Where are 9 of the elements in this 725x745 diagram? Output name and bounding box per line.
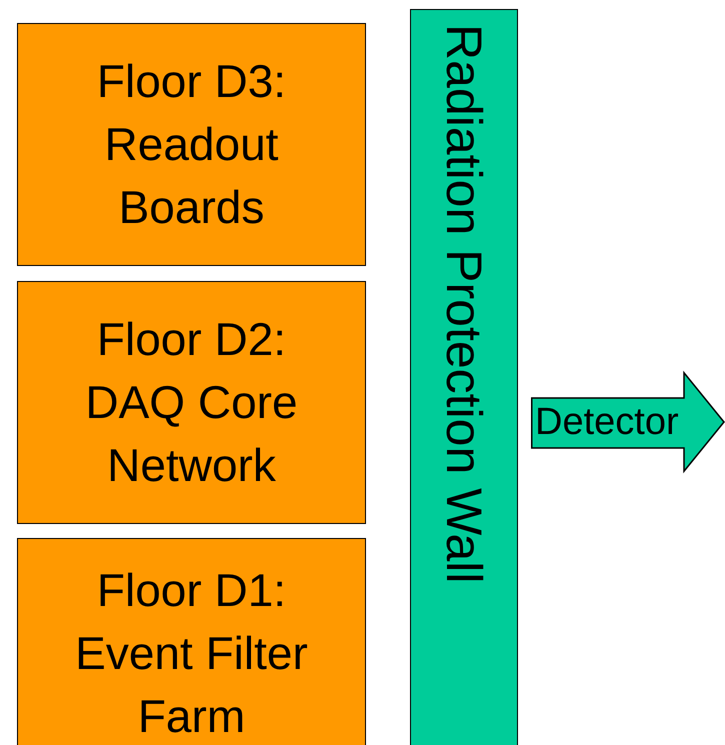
floor-box [17, 281, 366, 524]
floor-box [17, 23, 366, 266]
floor-box [17, 538, 366, 745]
wall-band [410, 9, 518, 745]
arrow-label: Detector [534, 403, 679, 441]
floor-label: Floor D3: Readout Boards [96, 54, 288, 235]
floor-label: Floor D2: DAQ Core Network [84, 312, 299, 493]
wall-label: Radiation Protection Wall [439, 24, 489, 586]
floor-label: Floor D1: Event Filter Farm [74, 562, 309, 744]
